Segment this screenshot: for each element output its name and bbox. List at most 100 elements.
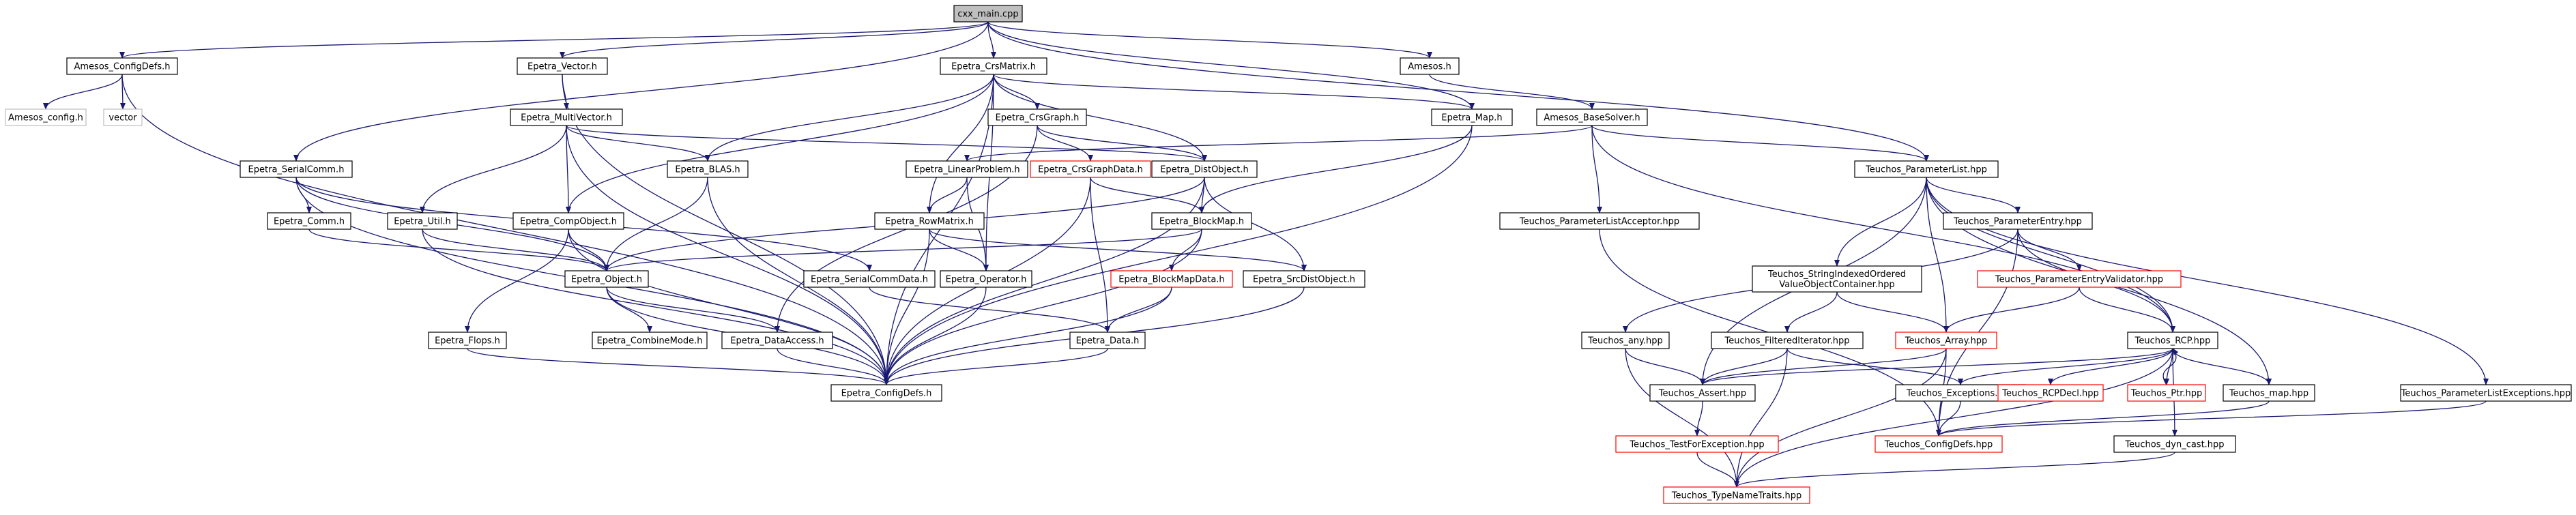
node-label: Epetra_CrsGraphData.h (1038, 165, 1143, 175)
node-epetra-crs-graph-data[interactable]: Epetra_CrsGraphData.h (1030, 160, 1151, 178)
node-label: Amesos_BaseSolver.h (1544, 113, 1640, 123)
node-box (1711, 332, 1864, 349)
node-epetra-comm[interactable]: Epetra_Comm.h (267, 212, 351, 230)
node-teuchos-parameter-entry-validator[interactable]: Teuchos_ParameterEntryValidator.hpp (1977, 270, 2182, 288)
edge-epetra-crs-matrix-to-epetra-comp-object (566, 74, 994, 214)
node-teuchos-rcpdecl[interactable]: Teuchos_RCPDecl.hpp (1997, 384, 2104, 402)
node-epetra-util[interactable]: Epetra_Util.h (387, 212, 458, 230)
edge-amesos-base-solver-to-epetra-linear-problem (964, 125, 1593, 162)
edge-cxx-main-to-epetra-crs-matrix (987, 21, 996, 59)
node-label: Teuchos_ConfigDefs.hpp (1884, 440, 1993, 450)
node-label: Teuchos_RCPDecl.hpp (2001, 389, 2099, 399)
node-teuchos-dyn-cast[interactable]: Teuchos_dyn_cast.hpp (2113, 435, 2236, 453)
node-epetra-serial-comm[interactable]: Epetra_SerialComm.h (240, 160, 353, 178)
edge-teuchos-rcp-to-teuchos-assert (1700, 348, 2173, 385)
node-teuchos-rcp[interactable]: Teuchos_RCP.hpp (2127, 332, 2218, 349)
node-epetra-block-map[interactable]: Epetra_BlockMap.h (1151, 212, 1252, 230)
node-amesos-base-solver[interactable]: Amesos_BaseSolver.h (1536, 108, 1648, 126)
node-teuchos-string-indexed-ordered[interactable]: Teuchos_StringIndexedOrderedValueObjectC… (1752, 265, 1922, 293)
node-label: Epetra_MultiVector.h (521, 113, 612, 123)
node-box (1536, 108, 1648, 126)
node-teuchos-assert[interactable]: Teuchos_Assert.hpp (1649, 384, 1756, 402)
node-box (1943, 212, 2093, 230)
node-vector[interactable]: vector (103, 108, 143, 126)
node-box (940, 57, 1047, 75)
node-teuchos-array[interactable]: Teuchos_Array.hpp (1895, 332, 1997, 349)
edge-teuchos-rcp-to-teuchos-map (2172, 348, 2272, 385)
edge-epetra-block-map-to-epetra-config-defs (884, 229, 1202, 385)
edge-amesos-config-defs-to-amesos-config (43, 74, 123, 110)
node-label: Epetra_DistObject.h (1160, 165, 1249, 175)
node-teuchos-any[interactable]: Teuchos_any.hpp (1581, 332, 1670, 349)
node-amesos-config-defs[interactable]: Amesos_ConfigDefs.h (66, 57, 178, 75)
node-label: Teuchos_ParameterEntryValidator.hpp (1995, 275, 2163, 285)
node-teuchos-filtered-iterator[interactable]: Teuchos_FilteredIterator.hpp (1711, 332, 1864, 349)
node-label: Epetra_SerialCommData.h (811, 275, 928, 285)
node-epetra-flops[interactable]: Epetra_Flops.h (428, 332, 507, 349)
node-epetra-dist-object[interactable]: Epetra_DistObject.h (1151, 160, 1258, 178)
node-epetra-config-defs[interactable]: Epetra_ConfigDefs.h (830, 384, 942, 402)
edge-cxx-main-to-epetra-serial-comm (293, 21, 989, 162)
node-teuchos-parameter-entry[interactable]: Teuchos_ParameterEntry.hpp (1943, 212, 2093, 230)
node-label: Epetra_DataAccess.h (730, 336, 824, 347)
node-teuchos-config-defs[interactable]: Teuchos_ConfigDefs.hpp (1875, 435, 2003, 453)
edge-teuchos-parameter-list-to-teuchos-string-indexed-ordered (1834, 177, 1927, 267)
node-epetra-comp-object[interactable]: Epetra_CompObject.h (512, 212, 624, 230)
node-epetra-serial-comm-data[interactable]: Epetra_SerialCommData.h (803, 270, 936, 288)
node-teuchos-ptr[interactable]: Teuchos_Ptr.hpp (2127, 384, 2206, 402)
node-epetra-crs-graph[interactable]: Epetra_CrsGraph.h (987, 108, 1087, 126)
node-label: Teuchos_ParameterListExceptions.hpp (2401, 389, 2571, 399)
edge-epetra-block-map-data-to-epetra-config-defs (884, 286, 1172, 385)
node-label: Amesos.h (1408, 62, 1451, 72)
edge-epetra-map-to-epetra-block-map (1199, 125, 1473, 214)
node-epetra-blas[interactable]: Epetra_BLAS.h (667, 160, 749, 178)
edge-amesos-base-solver-to-teuchos-parameter-list-acceptor (1591, 125, 1602, 214)
node-label: Teuchos_Exceptions.hpp (1906, 389, 2014, 399)
edge-epetra-comp-object-to-epetra-config-defs (568, 229, 889, 385)
node-epetra-data[interactable]: Epetra_Data.h (1069, 332, 1146, 349)
node-epetra-crs-matrix[interactable]: Epetra_CrsMatrix.h (940, 57, 1047, 75)
edge-teuchos-filtered-iterator-to-teuchos-type-name-traits (1734, 348, 1788, 488)
node-epetra-map[interactable]: Epetra_Map.h (1431, 108, 1513, 126)
node-box (1243, 270, 1365, 288)
node-teuchos-map[interactable]: Teuchos_map.hpp (2223, 384, 2315, 402)
node-label: Epetra_RowMatrix.h (885, 217, 974, 227)
node-teuchos-parameter-list[interactable]: Teuchos_ParameterList.hpp (1854, 160, 1999, 178)
edge-teuchos-array-to-teuchos-type-name-traits (1734, 348, 1947, 488)
node-box (267, 212, 351, 230)
edge-epetra-util-to-epetra-config-defs (422, 229, 889, 385)
node-teuchos-type-name-traits[interactable]: Teuchos_TypeNameTraits.hpp (1663, 486, 1810, 504)
edge-teuchos-parameter-list-to-teuchos-rcp (1926, 177, 2175, 333)
node-box (803, 270, 936, 288)
node-box (667, 160, 749, 178)
node-box (1499, 212, 1700, 230)
node-epetra-linear-problem[interactable]: Epetra_LinearProblem.h (906, 160, 1028, 178)
edge-epetra-util-to-epetra-object (422, 229, 609, 271)
node-epetra-operator[interactable]: Epetra_Operator.h (940, 270, 1032, 288)
edges-layer (43, 21, 2489, 488)
edge-teuchos-filtered-iterator-to-teuchos-exceptions (1786, 348, 1963, 385)
edge-epetra-crs-matrix-to-epetra-blas (705, 74, 994, 162)
node-teuchos-parameter-list-acceptor[interactable]: Teuchos_ParameterListAcceptor.hpp (1499, 212, 1700, 230)
node-epetra-block-map-data[interactable]: Epetra_BlockMapData.h (1110, 270, 1233, 288)
edge-epetra-flops-to-epetra-config-defs (467, 348, 889, 385)
node-epetra-row-matrix[interactable]: Epetra_RowMatrix.h (874, 212, 985, 230)
node-box (1895, 332, 1997, 349)
node-epetra-combine-mode[interactable]: Epetra_CombineMode.h (592, 332, 708, 349)
node-epetra-src-dist-object[interactable]: Epetra_SrcDistObject.h (1243, 270, 1365, 288)
edge-teuchos-ptr-to-teuchos-rcp (2162, 348, 2179, 385)
edge-epetra-data-access-to-epetra-config-defs (777, 348, 889, 385)
edge-teuchos-dyn-cast-to-teuchos-type-name-traits (1734, 452, 2175, 488)
node-cxx-main[interactable]: cxx_main.cpp (953, 5, 1023, 23)
node-label: Epetra_SrcDistObject.h (1253, 275, 1355, 285)
node-epetra-data-access[interactable]: Epetra_DataAccess.h (721, 332, 833, 349)
edge-teuchos-parameter-entry-validator-to-teuchos-rcp (2079, 286, 2175, 333)
node-teuchos-parameter-list-exceptions[interactable]: Teuchos_ParameterListExceptions.hpp (2400, 384, 2572, 402)
node-amesos-config[interactable]: Amesos_config.h (5, 108, 87, 126)
node-teuchos-test-for-exception[interactable]: Teuchos_TestForException.hpp (1615, 435, 1779, 453)
node-label: Epetra_Vector.h (527, 62, 597, 72)
node-amesos-h[interactable]: Amesos.h (1400, 57, 1460, 75)
node-epetra-multi-vector[interactable]: Epetra_MultiVector.h (510, 108, 623, 126)
node-epetra-vector[interactable]: Epetra_Vector.h (517, 57, 608, 75)
node-epetra-object[interactable]: Epetra_Object.h (564, 270, 649, 288)
